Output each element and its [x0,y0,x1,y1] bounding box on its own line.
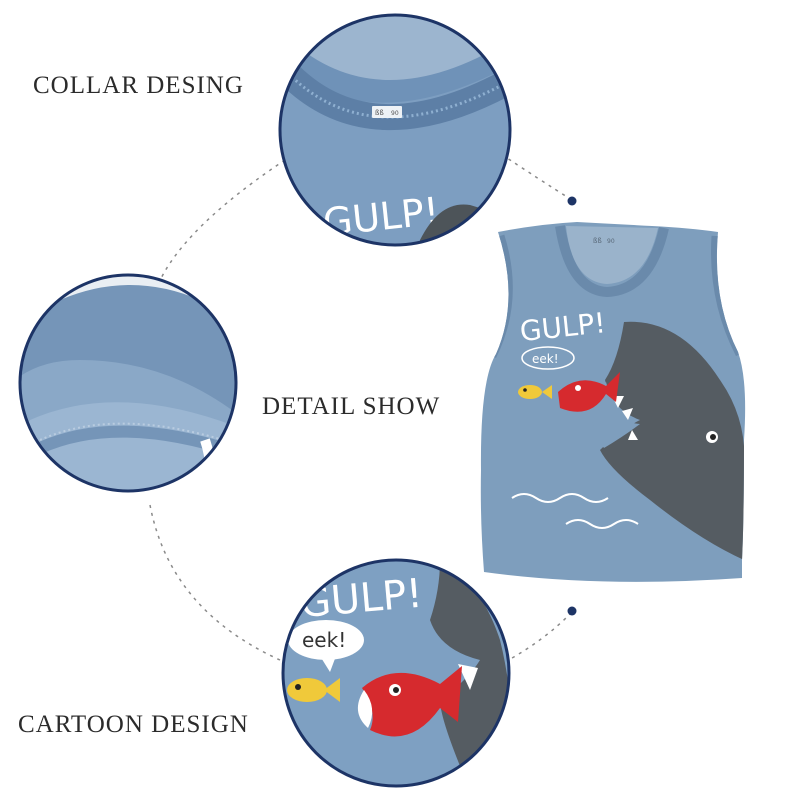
connector-dot-top [567,196,577,206]
cartoon-speech: eek! [302,628,346,652]
wave-line [565,519,639,529]
cartoon-circle-border [281,558,511,788]
collar-circle-border [278,13,512,247]
collar-brand-tag: ßß [375,109,384,117]
cartoon-red-fish [362,666,462,737]
label-cartoon-design: CARTOON DESIGN [18,711,249,738]
yellow-fish [518,385,542,399]
label-detail-show: DETAIL SHOW [262,393,441,420]
wave-line [511,493,609,503]
speech-eek: eek! [532,352,559,366]
label-collar-design: COLLAR DESING [33,72,244,99]
neckline-band [555,225,669,298]
dashed-connector-bottom [504,611,573,663]
red-fish [558,372,620,412]
dashed-arc-bottom [149,504,281,661]
fabric-circle-border [18,273,238,493]
shark [600,321,745,560]
connector-dot-bottom [567,606,577,616]
collar-size-tag: 90 [391,110,399,117]
size-tag: 90 [607,238,615,245]
speech-bubble [288,620,364,660]
brand-tag: ßß [593,237,602,245]
cartoon-yellow-fish [287,678,327,702]
